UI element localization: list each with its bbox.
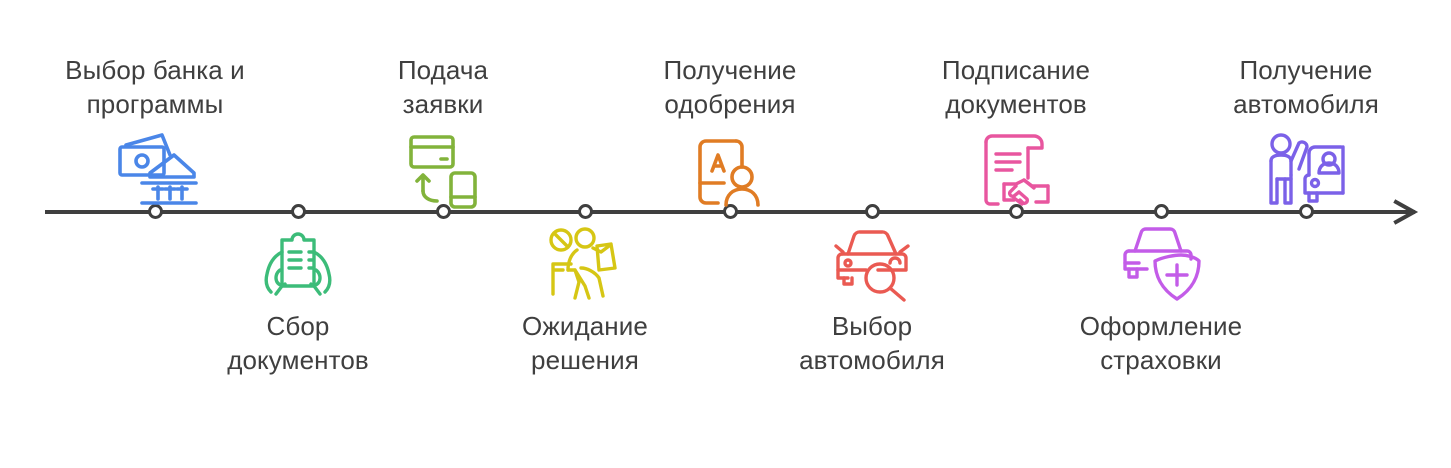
person-waiting-icon (455, 224, 715, 304)
timeline-step-2[interactable]: Сбор документов (168, 224, 428, 378)
contract-handshake-icon (886, 130, 1146, 210)
timeline-dot-2[interactable] (290, 204, 306, 219)
card-to-phone-icon (313, 130, 573, 210)
timeline-step-3-label: Подача заявки (397, 55, 489, 120)
timeline-step-9[interactable]: Получение автомобиля (1176, 54, 1436, 210)
timeline-step-7-label: Подписание документов (941, 55, 1091, 120)
timeline-dot-5[interactable] (722, 204, 738, 219)
person-car-delivery-icon (1176, 130, 1436, 210)
timeline-step-6[interactable]: Выбор автомобиля (742, 224, 1002, 378)
timeline-step-5[interactable]: Получение одобрения (600, 54, 860, 210)
timeline-dot-8[interactable] (1153, 204, 1169, 219)
timeline-step-7[interactable]: Подписание документов (886, 54, 1146, 210)
car-shield-icon (1031, 224, 1291, 304)
timeline-step-1[interactable]: Выбор банка и программы (25, 54, 285, 210)
timeline-step-6-label: Выбор автомобиля (799, 311, 945, 375)
timeline-step-5-label: Получение одобрения (663, 55, 797, 120)
timeline-dot-3[interactable] (435, 204, 451, 219)
timeline-dot-9[interactable] (1298, 204, 1314, 219)
timeline-arrow-icon (1393, 199, 1419, 225)
banknote-bank-icon (25, 130, 285, 210)
hands-holding-document-icon (168, 224, 428, 304)
timeline-step-4[interactable]: Ожидание решения (455, 224, 715, 378)
timeline-step-1-label: Выбор банка и программы (65, 55, 245, 120)
timeline-dot-6[interactable] (864, 204, 880, 219)
timeline-dot-4[interactable] (577, 204, 593, 219)
car-search-icon (742, 224, 1002, 304)
timeline-step-8-label: Оформление страховки (1079, 311, 1243, 375)
timeline-step-8[interactable]: Оформление страховки (1031, 224, 1291, 378)
timeline-step-4-label: Ожидание решения (522, 311, 648, 375)
timeline-dot-7[interactable] (1008, 204, 1024, 219)
approval-document-person-icon (600, 130, 860, 210)
timeline-step-9-label: Получение автомобиля (1233, 55, 1379, 120)
timeline-dot-1[interactable] (147, 204, 163, 219)
timeline-step-3[interactable]: Подача заявки (313, 54, 573, 210)
timeline-step-2-label: Сбор документов (227, 311, 369, 375)
